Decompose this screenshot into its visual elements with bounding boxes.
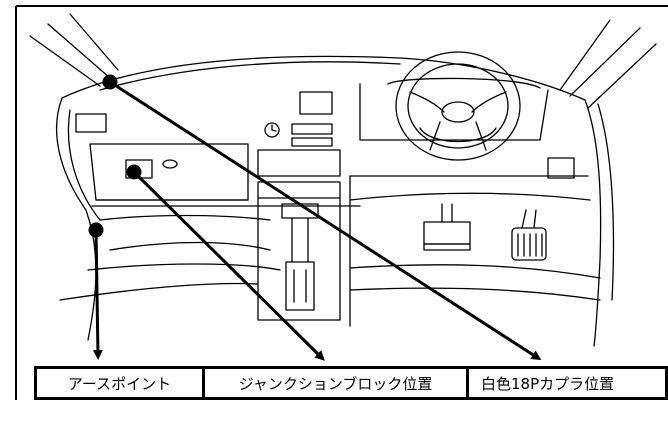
pointer-dot-white-18p-coupler xyxy=(102,74,118,90)
dashboard-line-art xyxy=(29,13,657,347)
pointer-earth-point xyxy=(92,229,103,360)
pointer-white-18p-coupler xyxy=(109,80,542,361)
label-white-18p-coupler: 白色18Pカプラ位置 xyxy=(481,374,615,393)
callout-pointers xyxy=(88,74,542,361)
label-bar: アースポイント ジャンクションブロック位置 白色18Pカプラ位置 xyxy=(34,366,668,400)
figure-frame xyxy=(15,5,668,400)
label-junction-block: ジャンクションブロック位置 xyxy=(205,369,469,397)
pointer-dot-earth-point xyxy=(88,222,104,238)
pointer-junction-block xyxy=(132,170,325,361)
pointer-dot-junction-block xyxy=(126,164,142,180)
label-earth-point: アースポイント xyxy=(37,369,205,397)
